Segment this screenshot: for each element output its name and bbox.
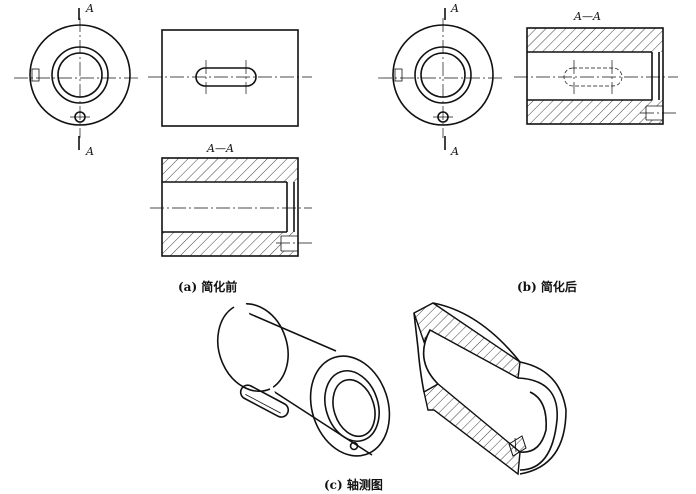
section-mark-top-a: A bbox=[85, 2, 94, 15]
caption-c: (c) 轴测图 bbox=[324, 477, 383, 492]
section-mark-bottom-b: A bbox=[450, 145, 459, 158]
section-mark-bottom-a: A bbox=[85, 145, 94, 158]
view-a-end-view: A A bbox=[14, 2, 140, 158]
view-b-end-view: A A bbox=[378, 2, 504, 158]
view-c-isometric-cylinder bbox=[202, 299, 391, 457]
section-mark-top-b: A bbox=[450, 2, 459, 15]
view-a-section-view: A—A bbox=[150, 142, 312, 257]
view-a-front-view bbox=[148, 29, 312, 127]
section-title-a: A—A bbox=[206, 142, 234, 155]
view-c-isometric-section bbox=[413, 302, 567, 476]
caption-b: (b) 简化后 bbox=[517, 279, 577, 294]
caption-a: (a) 简化前 bbox=[178, 279, 237, 294]
view-b-section-view: A—A bbox=[514, 10, 678, 125]
section-title-b: A—A bbox=[573, 10, 601, 23]
